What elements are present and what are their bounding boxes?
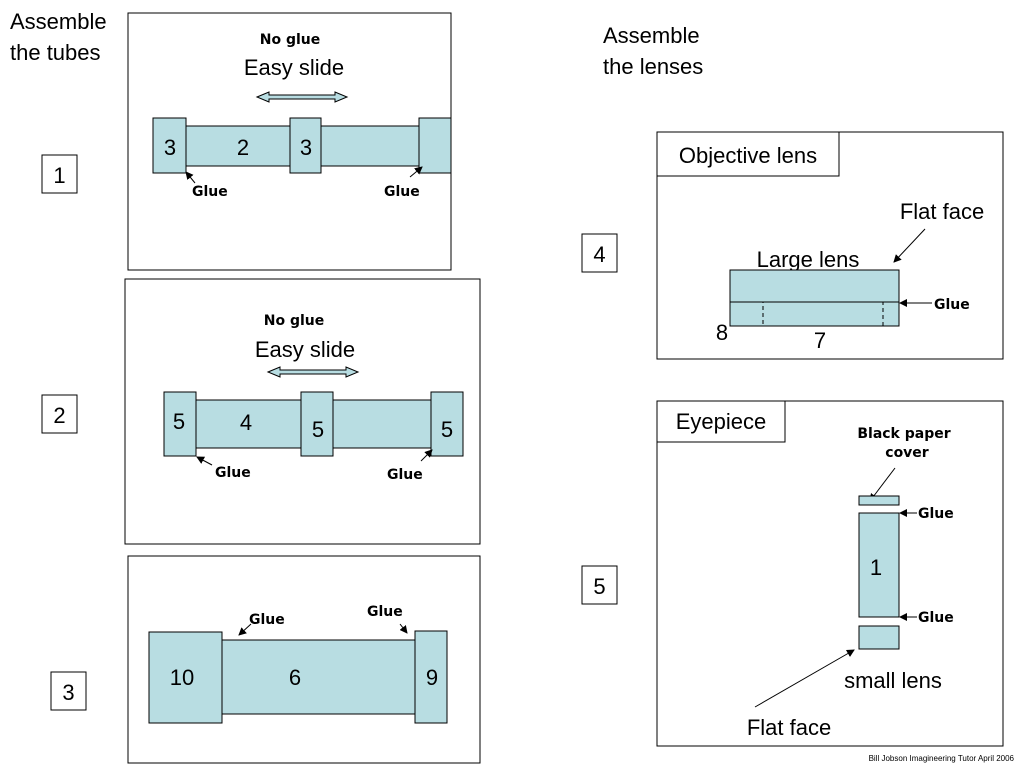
- panel-step-3: 10 6 9 Glue Glue: [127, 555, 481, 764]
- heading-tubes-line1: Assemble: [10, 9, 107, 34]
- part-label: 7: [814, 328, 826, 353]
- step-number-3: 3: [50, 671, 87, 711]
- glue-arrow-icon: [185, 171, 196, 184]
- lens-holder-part-8: [729, 301, 900, 327]
- easy-slide-label: Easy slide: [255, 337, 355, 362]
- flat-face-arrow-icon: [754, 649, 855, 708]
- tube-part-unlabeled: [331, 399, 433, 449]
- collar-part-5-middle: [300, 391, 334, 457]
- part-label: 3: [164, 135, 176, 160]
- glue-label: Glue: [249, 612, 285, 628]
- part-label: 1: [870, 555, 882, 580]
- glue-label: Glue: [387, 467, 423, 483]
- black-paper-cover: [858, 495, 900, 506]
- step-number-5: 5: [581, 565, 618, 605]
- tube-part-6: [220, 639, 417, 715]
- heading-lenses-line2: the lenses: [603, 54, 703, 79]
- part-label: 2: [237, 135, 249, 160]
- svg-text:4: 4: [593, 242, 605, 267]
- part-label: 6: [289, 665, 301, 690]
- panel-step-5: Eyepiece Black paper cover 1 Glue Glue s…: [656, 400, 1004, 747]
- flat-face-arrow-icon: [893, 228, 926, 263]
- large-lens-label: Large lens: [757, 247, 860, 272]
- panel-step-4: Objective lens Flat face Large lens Glue…: [656, 131, 1004, 360]
- glue-arrow-icon: [399, 623, 408, 634]
- svg-text:1: 1: [53, 163, 65, 188]
- collar-part-5-right: [430, 391, 464, 457]
- part-label: 10: [170, 665, 194, 690]
- collar-part-3-left: [152, 117, 187, 174]
- no-glue-label: No glue: [260, 32, 321, 48]
- collar-part-3-middle: [289, 117, 322, 174]
- heading-tubes-line2: the tubes: [10, 40, 101, 65]
- glue-arrow-icon: [409, 166, 423, 178]
- black-paper-label-line1: Black paper: [857, 426, 950, 442]
- end-part-9: [414, 630, 448, 724]
- objective-lens-title: Objective lens: [679, 143, 817, 168]
- glue-arrow-icon: [196, 456, 213, 466]
- part-label: 3: [300, 135, 312, 160]
- eyepiece-title: Eyepiece: [676, 409, 767, 434]
- glue-arrow-icon: [238, 623, 252, 636]
- collar-right: [418, 117, 452, 174]
- glue-label: Glue: [215, 465, 251, 481]
- flat-face-label: Flat face: [747, 715, 831, 740]
- no-glue-label: No glue: [264, 313, 325, 329]
- step-number-1: 1: [41, 154, 78, 194]
- hidden-part-7-outline: [762, 301, 884, 327]
- collar-part-5-left: [163, 391, 197, 457]
- tube-part-4: [195, 399, 303, 449]
- double-arrow-icon: [266, 366, 360, 378]
- glue-label: Glue: [192, 184, 228, 200]
- glue-label: Glue: [367, 604, 403, 620]
- tube-part-unlabeled: [320, 125, 421, 167]
- glue-label: Glue: [934, 297, 970, 313]
- step-number-4: 4: [581, 233, 618, 273]
- objective-lens-title-box: [656, 131, 840, 177]
- step-number-2: 2: [41, 394, 78, 434]
- part-label: 5: [441, 417, 453, 442]
- eyepiece-tube-part-1: [858, 512, 900, 618]
- easy-slide-label: Easy slide: [244, 55, 344, 80]
- double-arrow-icon: [255, 91, 349, 103]
- eyepiece-title-box: [656, 400, 786, 443]
- glue-label: Glue: [384, 184, 420, 200]
- part-label: 5: [173, 409, 185, 434]
- glue-label: Glue: [918, 506, 954, 522]
- small-lens: [858, 625, 900, 650]
- black-paper-label-line2: cover: [885, 445, 929, 461]
- footer-credit: Bill Jobson Imagineering Tutor April 200…: [869, 754, 1015, 763]
- large-lens: [729, 269, 900, 303]
- heading-lenses-line1: Assemble: [603, 23, 700, 48]
- glue-arrow-icon: [420, 449, 433, 462]
- end-part-10: [148, 631, 223, 724]
- svg-text:2: 2: [53, 403, 65, 428]
- part-label: 5: [312, 417, 324, 442]
- flat-face-label: Flat face: [900, 199, 984, 224]
- part-label: 9: [426, 665, 438, 690]
- part-label: 4: [240, 410, 252, 435]
- svg-text:5: 5: [593, 574, 605, 599]
- glue-label: Glue: [918, 610, 954, 626]
- small-lens-label: small lens: [844, 668, 942, 693]
- panel-step-1: No glue Easy slide 3 2 3 Glue Glue: [127, 12, 452, 271]
- part-label: 8: [716, 320, 728, 345]
- svg-text:3: 3: [62, 680, 74, 705]
- panel-step-2: No glue Easy slide 5 4 5 5 Glue Glue: [124, 278, 481, 545]
